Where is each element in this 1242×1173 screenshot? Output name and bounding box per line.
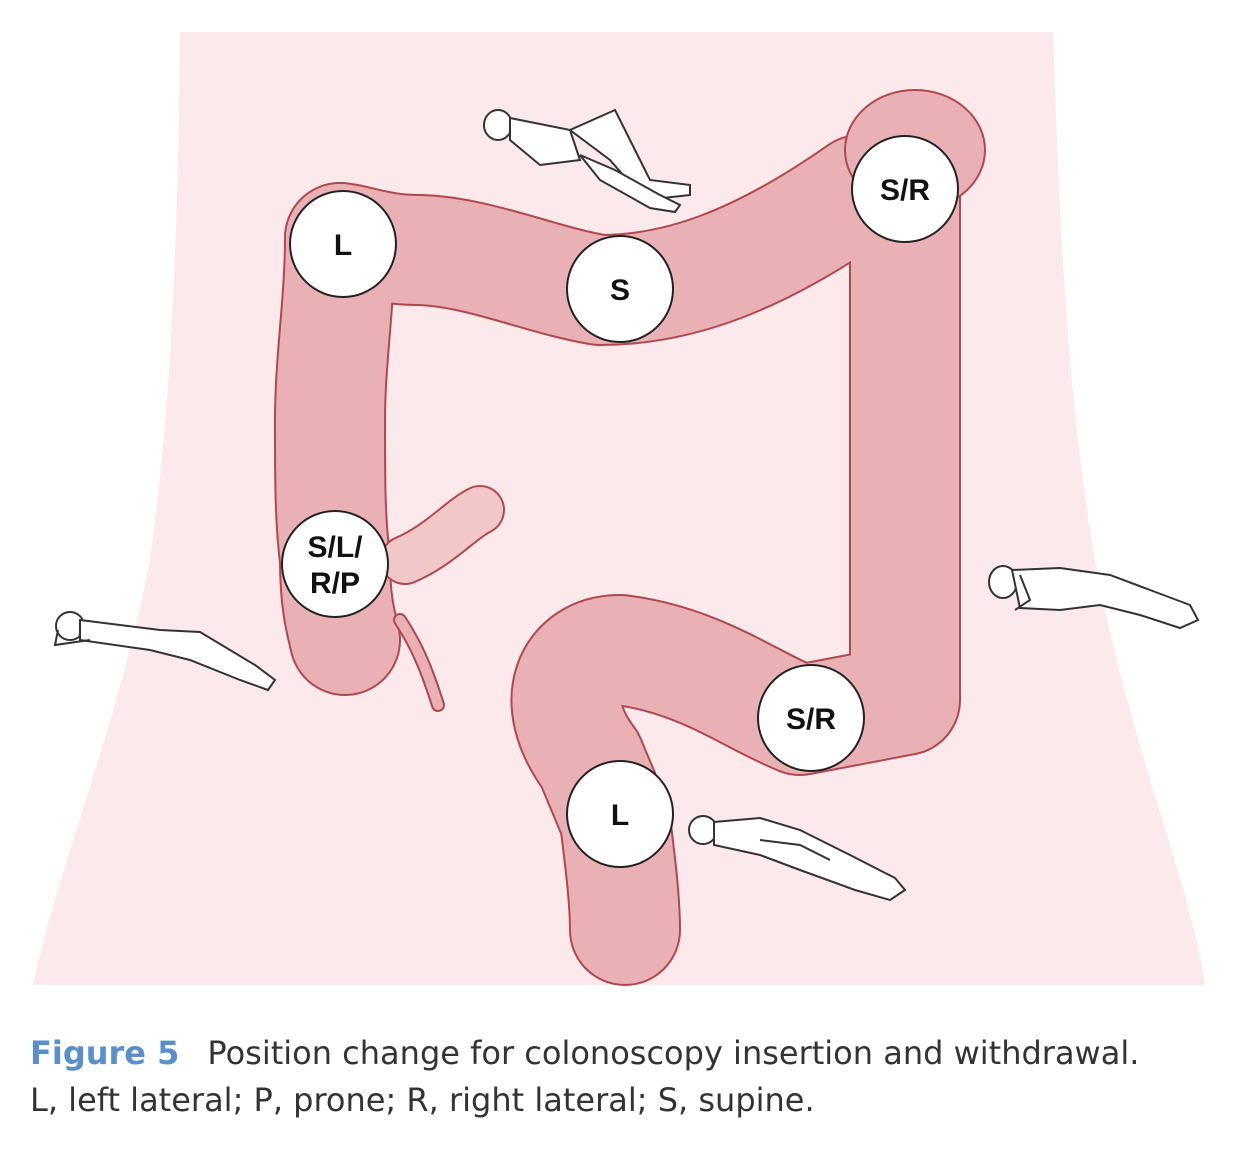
- marker-splenic-flexure: S/R: [851, 135, 959, 243]
- left-lateral-figure: [688, 815, 907, 902]
- prone-figure: [53, 611, 277, 692]
- marker-hepatic-flexure: L: [289, 190, 397, 298]
- caption-line2: L, left lateral; P, prone; R, right late…: [30, 1081, 815, 1119]
- figure-number: Figure 5: [30, 1034, 180, 1072]
- supine-figure: [483, 108, 691, 214]
- marker-sigmoid: L: [566, 760, 674, 868]
- marker-caecum-label-line2: R/P: [310, 567, 360, 600]
- marker-transverse-label: S: [610, 274, 630, 307]
- caption-line1: Position change for colonoscopy insertio…: [207, 1034, 1140, 1072]
- colon-position-diagram: L S S/R S/L/ R/P S/R L: [33, 32, 1205, 986]
- marker-caecum-label-line1: S/L/: [307, 531, 363, 564]
- marker-descending-sigmoid-label: S/R: [786, 703, 836, 736]
- marker-sigmoid-label: L: [611, 799, 629, 832]
- marker-splenic-flexure-label: S/R: [880, 174, 930, 207]
- marker-descending-sigmoid: S/R: [757, 664, 865, 772]
- right-lateral-figure: [988, 565, 1200, 630]
- figure-caption: Figure 5 Position change for colonoscopy …: [30, 1030, 1220, 1124]
- marker-caecum: S/L/ R/P: [281, 510, 389, 618]
- marker-hepatic-flexure-label: L: [334, 229, 352, 262]
- marker-transverse: S: [566, 235, 674, 343]
